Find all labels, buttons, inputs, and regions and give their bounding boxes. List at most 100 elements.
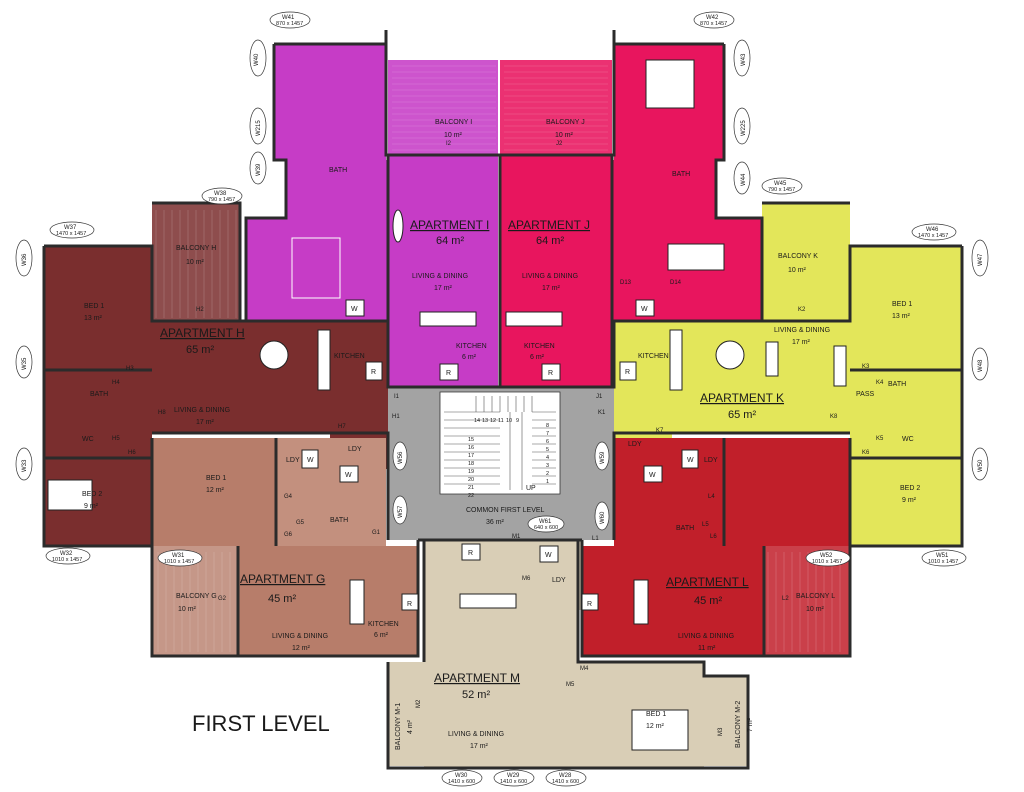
apartment-i-bath: BATH xyxy=(329,167,347,174)
apartment-g-living: LIVING & DINING xyxy=(272,633,328,640)
sofa-k xyxy=(833,345,847,387)
svg-text:W47: W47 xyxy=(978,253,984,266)
washer-h: W xyxy=(345,472,352,479)
apartment-j-bath xyxy=(612,160,716,218)
apartment-k-bed2-area: 9 m² xyxy=(902,497,917,504)
window-tag-w44: W44 xyxy=(733,161,751,195)
common-zone xyxy=(388,387,614,540)
svg-text:790 x 1457: 790 x 1457 xyxy=(208,197,235,203)
balcony-l-label: BALCONY L xyxy=(796,593,835,600)
apartment-h-bed1-area: 13 m² xyxy=(84,315,103,322)
apartment-i-bedroom xyxy=(274,44,386,160)
apartment-m-area: 52 m² xyxy=(462,689,490,701)
svg-text:W225: W225 xyxy=(741,120,747,136)
washer-l: W xyxy=(687,457,694,464)
svg-text:W46: W46 xyxy=(926,227,939,233)
apartment-h-living-area: 17 m² xyxy=(196,419,215,426)
svg-text:W215: W215 xyxy=(256,120,262,136)
apartment-l-area: 45 m² xyxy=(694,595,722,607)
svg-text:W42: W42 xyxy=(706,15,719,21)
stair-number: 15 xyxy=(468,437,474,443)
balcony-k-area: 10 m² xyxy=(788,267,807,274)
balcony-k-label: BALCONY K xyxy=(778,253,818,260)
common-name: COMMON FIRST LEVEL xyxy=(466,507,545,514)
door-tag-k1: K1 xyxy=(598,410,606,416)
door-tag-d13: D13 xyxy=(620,280,632,286)
apartment-k-living-area: 17 m² xyxy=(792,339,811,346)
apartment-l-bath: BATH xyxy=(676,525,694,532)
stair-number: 5 xyxy=(546,447,549,453)
window-tag-w40: W40 xyxy=(249,39,267,77)
door-tag-m6: M6 xyxy=(522,576,531,582)
apartment-i-living xyxy=(388,155,498,387)
svg-text:W59: W59 xyxy=(600,451,606,464)
apartment-g-ldy: LDY xyxy=(286,457,300,464)
apartment-g-living xyxy=(238,546,418,656)
washer-j: W xyxy=(641,306,648,313)
balcony-j-area: 10 m² xyxy=(555,132,574,139)
kitchen-bench-i xyxy=(419,311,477,327)
stair-number: 7 xyxy=(546,431,549,437)
apartment-j-name: APARTMENT J xyxy=(508,218,590,232)
door-tags: I2 J2 H2 K2 D13 D14 H3 H4 H5 H6 H7 H8 H1… xyxy=(112,141,884,736)
stair-number: 8 xyxy=(546,423,549,429)
washer-g: W xyxy=(307,457,314,464)
apartment-h-wc: WC xyxy=(82,436,94,443)
window-tag-w36: W36 xyxy=(15,239,33,277)
balcony-decking xyxy=(155,65,841,652)
door-tag-g1: G1 xyxy=(372,530,381,536)
stair-number: 11 xyxy=(498,418,504,424)
apartment-m-ldy: LDY xyxy=(552,577,566,584)
door-tag-j2: J2 xyxy=(556,141,563,147)
apartment-g-bath: BATH xyxy=(330,517,348,524)
door-tag-h3: H3 xyxy=(126,366,134,372)
window-tag-w48: W48 xyxy=(971,347,989,381)
svg-text:W57: W57 xyxy=(398,505,404,518)
apartment-i-area: 64 m² xyxy=(436,235,464,247)
svg-text:W30: W30 xyxy=(455,773,468,779)
stair-up: UP xyxy=(526,485,536,492)
balcony-m1-area: 4 m² xyxy=(407,719,414,734)
door-tag-g2: G2 xyxy=(218,596,227,602)
apartment-k-ldy: LDY xyxy=(628,441,642,448)
apartment-h-living xyxy=(152,321,388,433)
svg-text:1010 x 1457: 1010 x 1457 xyxy=(52,557,82,563)
svg-text:W50: W50 xyxy=(978,459,984,472)
apartment-m-bed1: BED 1 xyxy=(646,711,666,718)
door-tag-g6: G6 xyxy=(284,532,293,538)
door-tag-g4: G4 xyxy=(284,494,293,500)
door-tag-g5: G5 xyxy=(296,520,305,526)
oval-i xyxy=(392,209,404,243)
apartment-i-name: APARTMENT I xyxy=(410,218,489,232)
window-tag-w43: W43 xyxy=(733,39,751,77)
balcony-g-label: BALCONY G xyxy=(176,593,217,600)
apartment-g-bed1 xyxy=(152,438,276,546)
apartment-h-bath: BATH xyxy=(90,391,108,398)
apartment-h-bed2: BED 2 xyxy=(82,491,102,498)
kitchen-bench-h xyxy=(317,329,331,391)
window-tag-w56: W56 xyxy=(392,441,408,471)
apartment-k-bed2 xyxy=(850,458,962,546)
dining-table-h xyxy=(259,340,289,370)
appliances xyxy=(301,299,699,611)
apartment-k-living: LIVING & DINING xyxy=(774,327,830,334)
common-area: 36 m² xyxy=(486,519,505,526)
apartment-g-bath-area xyxy=(276,438,386,546)
door-tag-l4: L4 xyxy=(708,494,715,500)
dining-table-k xyxy=(715,340,745,370)
stair-number: 19 xyxy=(468,469,474,475)
apartment-j-living-area: 17 m² xyxy=(542,285,561,292)
door-tag-i1: I1 xyxy=(394,394,400,400)
stair-number: 2 xyxy=(546,471,549,477)
labels: W W R R R R W W W W R R R W BALCONY I 10… xyxy=(82,119,920,750)
stair-number: 1 xyxy=(546,479,549,485)
balcony-i-label: BALCONY I xyxy=(435,119,472,126)
stair-number: 9 xyxy=(516,418,519,424)
door-tag-m1: M1 xyxy=(512,534,521,540)
